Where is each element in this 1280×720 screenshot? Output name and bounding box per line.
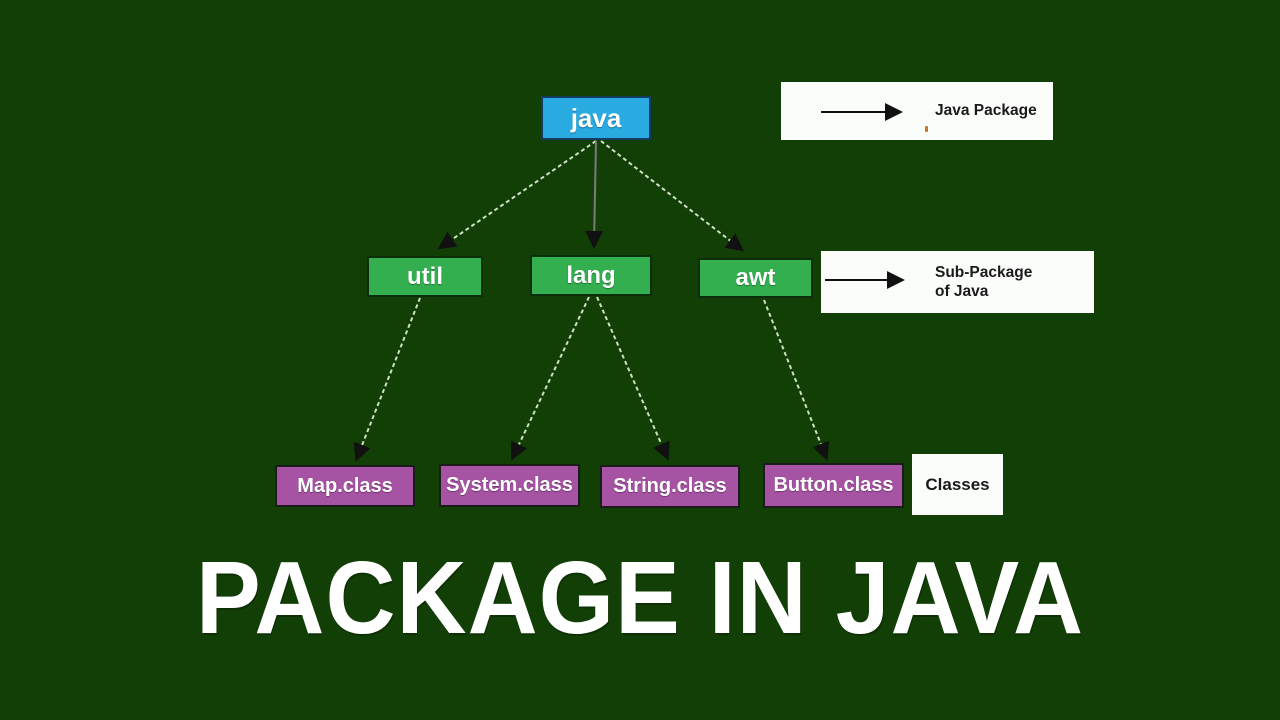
arrow-java-lang xyxy=(585,140,604,249)
legend-sub-package: Sub-Package of Java xyxy=(821,251,1094,313)
legend-sub-package-label: Sub-Package of Java xyxy=(935,263,1032,302)
node-class-string: String.class xyxy=(600,465,740,508)
arrow-awt-button xyxy=(763,299,830,461)
legend-java-package: Java Package xyxy=(781,82,1053,140)
stray-tick-mark xyxy=(925,126,928,132)
arrow-lang-system xyxy=(510,296,590,461)
node-java-root: java xyxy=(541,96,651,140)
arrow-java-awt xyxy=(600,140,745,252)
classes-caption: Classes xyxy=(912,454,1003,515)
node-package-lang: lang xyxy=(530,255,652,296)
legend-java-package-label: Java Package xyxy=(935,102,1037,120)
node-package-awt: awt xyxy=(698,258,813,298)
node-class-button: Button.class xyxy=(763,463,904,508)
node-class-system: System.class xyxy=(439,464,580,507)
legend-arrow-icon xyxy=(825,271,905,289)
legend-arrow-icon xyxy=(821,103,903,121)
arrow-java-util xyxy=(437,140,597,250)
node-package-util: util xyxy=(367,256,483,297)
page-title: PACKAGE IN JAVA xyxy=(195,539,1085,656)
arrow-util-map xyxy=(353,297,421,462)
node-class-map: Map.class xyxy=(275,465,415,507)
arrow-lang-string xyxy=(596,296,670,461)
legend-sub-package-line2: of Java xyxy=(935,283,989,300)
legend-sub-package-line1: Sub-Package xyxy=(935,263,1033,281)
